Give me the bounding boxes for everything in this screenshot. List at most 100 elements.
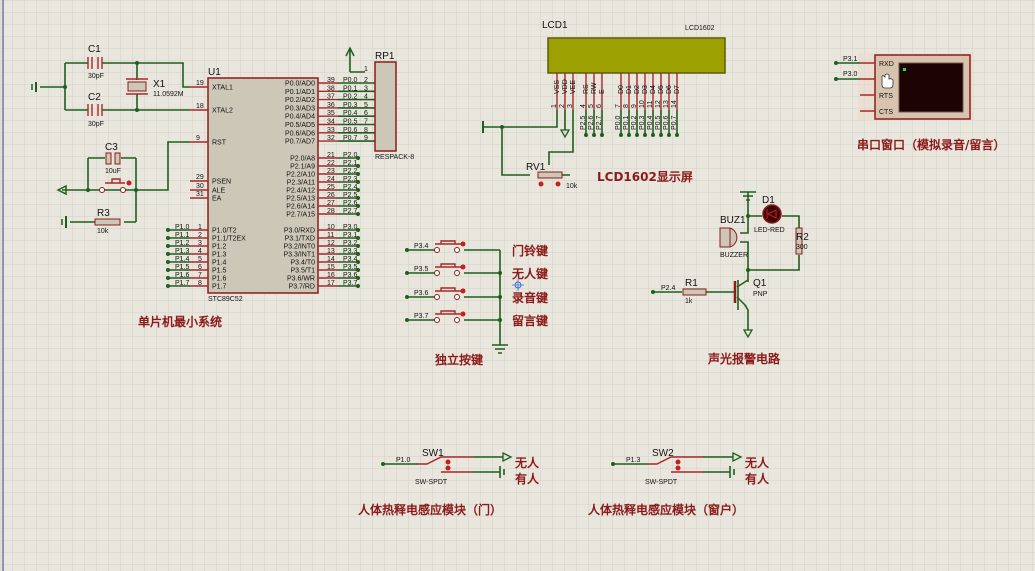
pin-name: P0.0/AD0 bbox=[285, 81, 315, 88]
junction-dot bbox=[356, 172, 360, 176]
button-actuator bbox=[435, 310, 461, 315]
pin-number: 11 bbox=[647, 101, 654, 108]
pin-number: 26 bbox=[327, 192, 335, 199]
mcu-ref: U1 bbox=[208, 67, 221, 78]
pin-number: 3 bbox=[567, 104, 574, 108]
switch-state-dot bbox=[445, 465, 451, 471]
junction-dot bbox=[498, 271, 502, 275]
switch-part: SW-SPDT bbox=[645, 479, 678, 486]
pin-name: XTAL1 bbox=[212, 85, 233, 92]
pin-number: 30 bbox=[196, 183, 204, 190]
junction-dot bbox=[356, 244, 360, 248]
pin-number: 10 bbox=[639, 100, 646, 108]
pin-number: 24 bbox=[327, 176, 335, 183]
pin-name: P2.4/A12 bbox=[286, 188, 315, 195]
net-label: P3.5 bbox=[343, 264, 358, 271]
net-label: P0.2 bbox=[631, 115, 638, 130]
r2-value: 300 bbox=[796, 244, 808, 251]
c3-value: 10uF bbox=[105, 168, 121, 175]
pin-number: 6 bbox=[596, 104, 603, 108]
pin-name: P1.1/T2EX bbox=[212, 236, 246, 243]
junction-dot bbox=[166, 268, 170, 272]
net-label: P1.5 bbox=[175, 264, 190, 271]
mcu-u1[interactable]: U1 STC89C52 19XTAL118XTAL29RST29PSEN30AL… bbox=[166, 67, 375, 303]
led-d1 bbox=[762, 204, 782, 224]
pin-number: 14 bbox=[671, 100, 678, 108]
virtual-terminal[interactable]: P3.1 P3.0 RXD TXD RTS CTS bbox=[834, 53, 974, 121]
pin-name: RST bbox=[212, 140, 227, 147]
pin-number: 2 bbox=[559, 104, 566, 108]
r3-ref: R3 bbox=[97, 208, 110, 219]
button-label: 留言键 bbox=[512, 313, 548, 328]
terminal-pin-rts: RTS bbox=[879, 93, 893, 100]
switch-state-dot bbox=[675, 459, 681, 465]
pin-number: 5 bbox=[364, 102, 368, 109]
c1-value: 30pF bbox=[88, 73, 104, 80]
pin-number: 27 bbox=[327, 200, 335, 207]
junction-dot bbox=[651, 133, 655, 137]
switch-ref: SW2 bbox=[652, 448, 674, 459]
pin-name: P0.5/AD5 bbox=[285, 122, 315, 129]
button-label: 录音键 bbox=[512, 290, 548, 305]
switch-lever bbox=[648, 456, 703, 473]
pin-name: P3.7/RD bbox=[289, 284, 315, 291]
pin-number: 9 bbox=[196, 135, 200, 142]
pin-number: 11 bbox=[327, 232, 334, 239]
c2-value: 30pF bbox=[88, 121, 104, 128]
lcd-1602[interactable]: LCD1 LCD1602 VSS1VDD2VEE3RS4P2.5RW5P2.6E… bbox=[482, 20, 726, 190]
net-label: P3.3 bbox=[343, 248, 358, 255]
junction-dot bbox=[356, 252, 360, 256]
junction-dot bbox=[381, 462, 385, 466]
buz1-ref: BUZ1 bbox=[720, 215, 746, 226]
alarm-caption: 声光报警电路 bbox=[707, 351, 781, 366]
r1-value: 1k bbox=[685, 298, 693, 305]
ground-symbol bbox=[729, 466, 735, 478]
junction-dot bbox=[627, 133, 631, 137]
pin-number: 36 bbox=[327, 102, 335, 109]
pin-number: 6 bbox=[198, 264, 202, 271]
pin-name: VEE bbox=[570, 80, 577, 94]
r2-ref: R2 bbox=[796, 232, 809, 243]
pin-number: 7 bbox=[364, 119, 368, 126]
pin-name: D4 bbox=[650, 85, 657, 94]
pin-number: 4 bbox=[198, 248, 202, 255]
crosshair-cursor-icon bbox=[512, 279, 524, 291]
junction-dot bbox=[356, 260, 360, 264]
lcd-screen bbox=[547, 37, 726, 74]
pin-name: P1.2 bbox=[212, 244, 227, 251]
pin-name: XTAL2 bbox=[212, 108, 233, 115]
pin-number: 7 bbox=[198, 272, 202, 279]
lcd-caption: LCD1602显示屏 bbox=[597, 170, 693, 184]
pin-name: VSS bbox=[554, 80, 561, 94]
pin-name: RW bbox=[591, 82, 598, 94]
rp1-ref: RP1 bbox=[375, 51, 395, 62]
net-label: P1.3 bbox=[626, 457, 641, 464]
junction-dot bbox=[166, 236, 170, 240]
pin-number: 13 bbox=[327, 248, 335, 255]
net-label: P1.1 bbox=[175, 232, 190, 239]
pin-number: 5 bbox=[198, 256, 202, 263]
junction-dot bbox=[498, 295, 502, 299]
net-label: P0.1 bbox=[623, 115, 630, 130]
button-state-dot bbox=[460, 241, 466, 247]
pin-name: E bbox=[599, 89, 606, 94]
junction-dot bbox=[356, 164, 360, 168]
net-label: P3.2 bbox=[343, 240, 358, 247]
junction-dot bbox=[356, 196, 360, 200]
junction-dot bbox=[635, 133, 639, 137]
net-label: P2.6 bbox=[343, 200, 358, 207]
net-label: P2.0 bbox=[343, 152, 358, 159]
pin-number: 23 bbox=[327, 168, 335, 175]
alarm-circuit[interactable]: D1 LED-RED BUZ1 BUZZER R2 300 Q1 PNP R1 … bbox=[651, 191, 809, 339]
pin-number: 8 bbox=[198, 280, 202, 287]
net-label: P0.7 bbox=[343, 135, 358, 142]
net-label: P0.4 bbox=[647, 115, 654, 130]
